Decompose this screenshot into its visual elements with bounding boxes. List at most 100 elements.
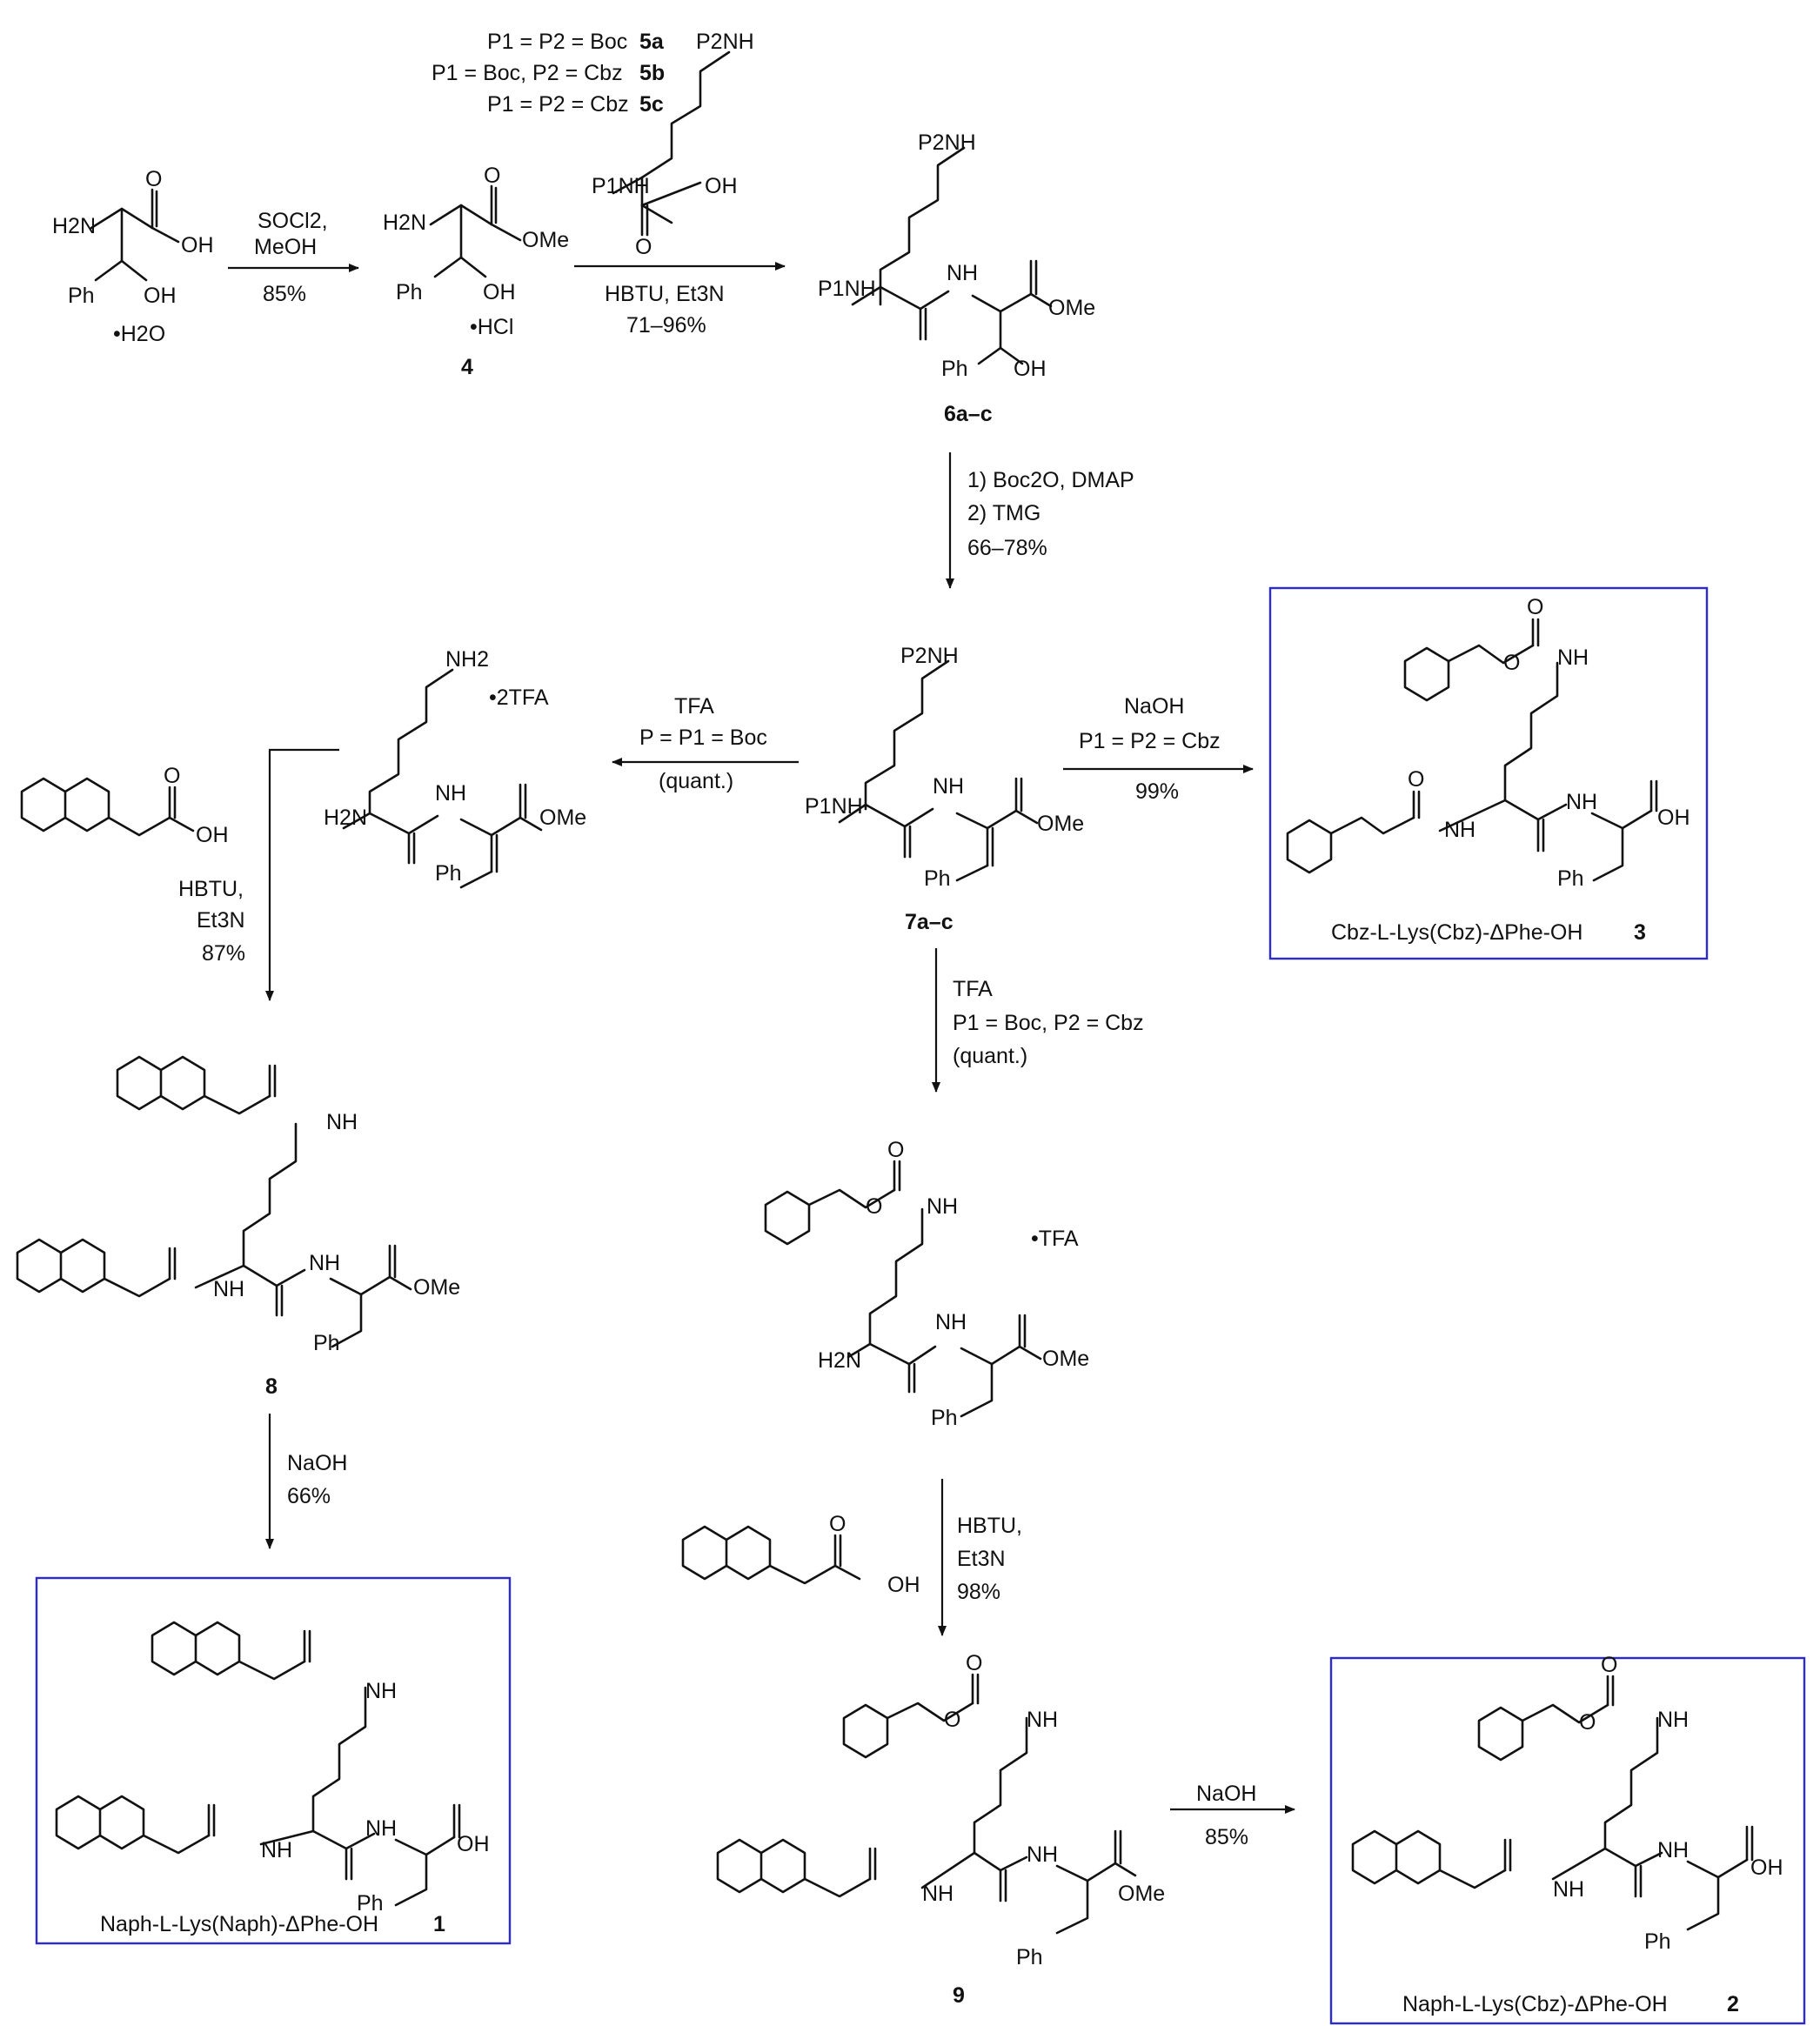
amine-nh: NH [935,1310,967,1334]
naph-acid-left: O OH [20,764,229,847]
amine-o-top: O [887,1138,904,1162]
step4-line2: P = P1 = Boc [639,725,767,750]
step3-line2: 2) TMG [967,501,1040,525]
step8-line2: P1 = Boc, P2 = Cbz [953,1011,1144,1035]
lys-variant-a: P1 = P2 = Boc [487,30,627,54]
step9: HBTU, Et3N 98% [938,1479,1022,1636]
naph-mid-carbonyl: O [829,1512,846,1536]
c9-o-top: O [966,1651,982,1675]
step1: SOCl2, MeOH 85% [228,209,359,306]
product-2-box: O O NH NH NH OH Ph Naph-L-Lys(Cbz)-ΔPhe-… [1329,1653,1806,2025]
c7-p1nh: P1NH [805,794,863,819]
step6: HBTU, Et3N 87% [178,748,339,1001]
step9-yield: 98% [957,1580,1000,1604]
diamine-nh: NH [435,781,466,806]
lys-variant-b: P1 = Boc, P2 = Cbz [432,61,623,85]
c2-nh-right: NH [1657,1838,1689,1862]
c3-id: 3 [1634,920,1646,945]
step2-reagents: HBTU, Et3N [605,282,725,306]
c3-o-mid: O [1408,767,1424,792]
c4-salt: •HCl [470,315,513,339]
c8-nh-top: NH [326,1110,358,1134]
step6-line1: HBTU, [178,877,244,901]
c3-caption: Cbz-L-Lys(Cbz)-ΔPhe-OH [1331,920,1582,945]
step4-yield: (quant.) [659,769,733,793]
step3-yield: 66–78% [967,536,1047,560]
step6-yield: 87% [202,941,245,966]
step8: TFA P1 = Boc, P2 = Cbz (quant.) [932,948,1144,1093]
amine-nh-top: NH [927,1194,958,1219]
step3: 1) Boc2O, DMAP 2) TMG 66–78% [946,452,1134,589]
c6-nh: NH [947,261,978,285]
c3-o-top: O [1527,595,1543,619]
c9-ph: Ph [1016,1945,1043,1969]
step8-yield: (quant.) [953,1044,1027,1068]
c7-id: 7a–c [905,910,953,934]
c1-ph: Ph [357,1891,384,1916]
c1-id: 1 [433,1912,445,1936]
step5: NaOH P1 = P2 = Cbz 99% [1063,694,1254,804]
step10-yield: 85% [1205,1825,1248,1849]
amine-ester: OMe [1042,1347,1089,1371]
step9-line2: Et3N [957,1547,1006,1571]
lys-variant-b-id: 5b [639,61,665,85]
lys-variant-a-id: 5a [639,30,665,54]
c9-id: 9 [953,1983,965,2008]
product-3-box: O O NH O NH NH OH Ph Cbz-L-Lys(Cbz)-ΔPhe… [1268,586,1709,960]
naph-acid-middle: O OH [681,1512,920,1597]
step7: NaOH 66% [265,1414,347,1549]
lys-acid: OH [705,174,738,198]
amine-ph: Ph [931,1406,958,1430]
c8-ph: Ph [313,1331,340,1355]
compound-9: O O NH NH NH OMe Ph 9 [716,1651,1165,2008]
c3-nh-top: NH [1557,645,1589,670]
diamine-ph: Ph [435,861,462,886]
step7-yield: 66% [287,1484,331,1508]
step6-line2: Et3N [197,908,245,933]
c4-ph: Ph [396,280,423,304]
c7-ph: Ph [924,866,951,891]
lys-variant-c: P1 = P2 = Cbz [487,92,629,117]
starting-material: H2N O OH Ph OH •H2O [52,167,214,346]
sm-ph: Ph [68,284,95,308]
c2-o-ether: O [1579,1710,1596,1735]
step1-line1: SOCl2, [258,209,328,233]
diamine-salt-label: •2TFA [489,685,549,710]
c3-acid: OH [1657,806,1690,830]
c4-amino: H2N [383,211,426,235]
c2-ph: Ph [1644,1929,1671,1954]
c8-nh-left: NH [213,1277,244,1301]
sm-acid: OH [181,233,214,257]
diamine-nh2: NH2 [445,647,489,672]
naph-left-carbonyl: O [164,764,180,788]
step9-line1: HBTU, [957,1514,1022,1538]
c2-caption: Naph-L-Lys(Cbz)-ΔPhe-OH [1402,1992,1668,2016]
sm-salt: •H2O [113,322,165,346]
c9-nh-right: NH [1027,1842,1058,1867]
lys-variant-c-id: 5c [639,92,664,117]
c3-nh-right: NH [1566,790,1597,814]
compound-6: P2NH P1NH NH OMe Ph OH 6a–c [818,130,1095,426]
c6-hydroxy: OH [1014,357,1047,381]
c1-nh-left: NH [261,1838,292,1862]
c3-o-ether: O [1503,651,1520,675]
c6-p2nh: P2NH [918,130,976,155]
lys-sidechain-nh: P2NH [696,30,754,54]
c1-caption: Naph-L-Lys(Naph)-ΔPhe-OH [100,1912,378,1936]
c4-id: 4 [461,355,473,379]
c8-id: 8 [265,1374,278,1399]
compound-4: H2N O OMe Ph OH •HCl 4 [383,164,569,379]
c6-ph: Ph [941,357,968,381]
c1-nh-top: NH [365,1679,397,1703]
c7-ester: OMe [1037,812,1084,836]
c3-nh-left: NH [1444,818,1475,842]
c2-nh-left: NH [1553,1877,1584,1902]
c6-p1nh: P1NH [818,277,876,301]
c8-nh-right: NH [309,1251,340,1275]
lys-alpha-nh: P1NH [592,174,650,198]
step5-yield: 99% [1135,779,1179,804]
c2-id: 2 [1727,1992,1739,2016]
sm-amino: H2N [52,214,96,238]
c1-nh-right: NH [365,1816,397,1841]
